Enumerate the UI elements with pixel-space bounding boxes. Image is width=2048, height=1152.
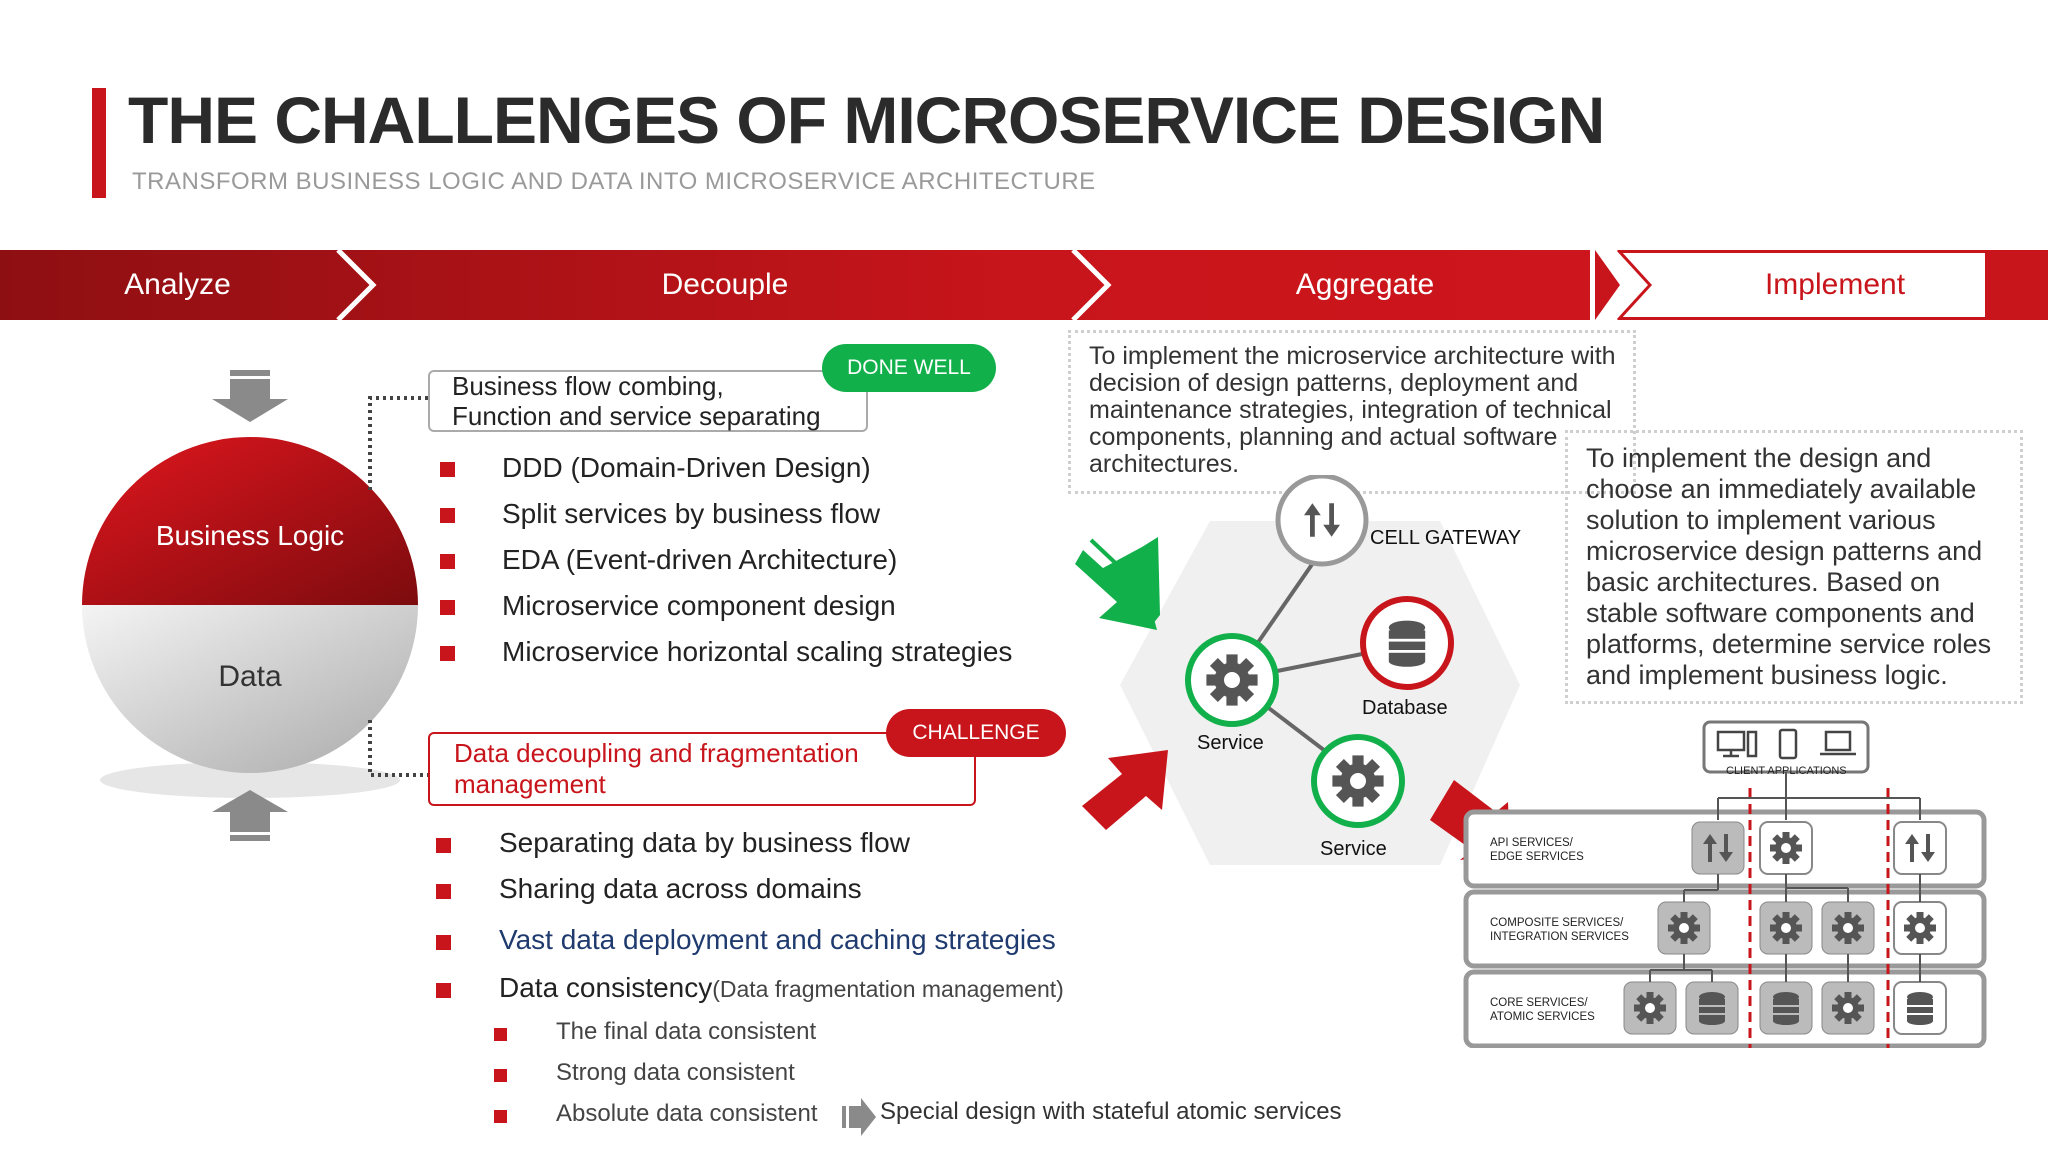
challenge-box-line-1: Data decoupling and fragmentation: [454, 738, 859, 768]
list-item: Strong data consistent: [494, 1059, 894, 1095]
list-item: The final data consistent: [494, 1018, 894, 1054]
database-node-icon: [1360, 596, 1454, 690]
layered-architecture-diagram: [1463, 720, 1987, 1048]
page-subtitle: TRANSFORM BUSINESS LOGIC AND DATA INTO M…: [132, 168, 1096, 195]
done-well-box-line-1: Business flow combing,: [452, 371, 724, 401]
core-tile-icon: [1893, 981, 1947, 1035]
api-tile-icon: [1691, 821, 1745, 875]
red-arrow-icon: [1082, 750, 1168, 830]
challenge-badge: CHALLENGE: [886, 709, 1066, 757]
stage-decouple: Decouple: [661, 268, 789, 301]
composite-tile-icon: [1759, 901, 1813, 955]
stage-band: [0, 250, 2048, 320]
consistency-list: The final data consistent Strong data co…: [494, 1018, 894, 1148]
core-tile-icon: [1623, 981, 1677, 1035]
stage-implement: Implement: [1764, 268, 1906, 301]
client-applications-label: CLIENT APPLICATIONS: [1726, 765, 1847, 777]
done-well-badge: DONE WELL: [822, 344, 996, 392]
aggregate-text-line: components, planning and actual software: [1089, 423, 1558, 451]
implement-text-line: basic architectures. Based on: [1586, 567, 1941, 597]
green-arrow-icon: [1075, 538, 1157, 630]
core-tile-icon: [1685, 981, 1739, 1035]
core-layer-label: CORE SERVICES/ATOMIC SERVICES: [1490, 997, 1595, 1023]
api-tile-icon: [1893, 821, 1947, 875]
aggregate-description-box: To implement the microservice architectu…: [1068, 330, 1636, 494]
implement-text-line: and implement business logic.: [1586, 660, 1948, 690]
aggregate-text-line: decision of design patterns, deployment …: [1089, 369, 1579, 397]
done-well-box-line-2: Function and service separating: [452, 401, 821, 431]
list-item: Data consistency(Data fragmentation mana…: [436, 972, 1156, 1012]
composite-layer-label: COMPOSITE SERVICES/INTEGRATION SERVICES: [1490, 917, 1629, 943]
composite-tile-icon: [1821, 901, 1875, 955]
service-node-icon: [1185, 633, 1279, 727]
implement-text-line: stable software components and: [1586, 598, 1975, 628]
list-item: Vast data deployment and caching strateg…: [436, 924, 1136, 964]
gateway-node-icon: [1275, 475, 1369, 567]
composite-tile-icon: [1893, 901, 1947, 955]
desktop-icon: [1716, 730, 1758, 758]
stage-aggregate: Aggregate: [1295, 268, 1435, 301]
composite-tile-icon: [1657, 901, 1711, 955]
service-label: Service: [1320, 838, 1387, 860]
implement-text-line: choose an immediately available: [1586, 474, 1977, 504]
page-title: THE CHALLENGES OF MICROSERVICE DESIGN: [128, 83, 1605, 157]
analyze-sphere-graphic: [82, 370, 418, 841]
cell-gateway-label: CELL GATEWAY: [1370, 527, 1522, 549]
list-item: Separating data by business flow: [436, 827, 1136, 867]
core-tile-icon: [1821, 981, 1875, 1035]
connector-lines: [368, 396, 430, 777]
stage-analyze: Analyze: [124, 268, 231, 301]
database-label: Database: [1362, 697, 1448, 719]
data-label: Data: [218, 660, 282, 693]
service-node-icon: [1311, 734, 1405, 828]
challenge-box-line-2: management: [454, 769, 606, 799]
mobile-icon: [1778, 728, 1798, 760]
implement-text-line: platforms, determine service roles: [1586, 629, 1992, 659]
list-item: Absolute data consistent: [494, 1100, 894, 1136]
aggregate-text-line: maintenance strategies, integration of t…: [1089, 396, 1612, 424]
gray-right-arrow-icon: [842, 1098, 876, 1136]
implement-description-box: To implement the design and choose an im…: [1565, 430, 2023, 704]
list-item: Sharing data across domains: [436, 873, 1136, 913]
implement-text-line: microservice design patterns and: [1586, 536, 1983, 566]
business-logic-label: Business Logic: [155, 520, 345, 551]
cell-gateway-diagram: [1090, 475, 1520, 865]
up-arrow-icon: [212, 790, 288, 841]
title-accent-bar: [92, 88, 106, 198]
core-tile-icon: [1759, 981, 1813, 1035]
aggregate-text-line: architectures.: [1089, 450, 1240, 478]
aggregate-text-line: To implement the microservice architectu…: [1089, 342, 1616, 370]
implement-text-line: solution to implement various: [1586, 505, 1936, 535]
laptop-icon: [1820, 730, 1856, 756]
done-well-box: Business flow combing, Function and serv…: [428, 370, 868, 432]
service-label: Service: [1197, 732, 1264, 754]
api-tile-icon: [1759, 821, 1813, 875]
down-arrow-icon: [212, 370, 288, 422]
api-layer-label: API SERVICES/EDGE SERVICES: [1490, 837, 1584, 863]
implement-text-line: To implement the design and: [1586, 443, 1932, 473]
special-design-note: Special design with stateful atomic serv…: [880, 1098, 1342, 1125]
challenge-box: Data decoupling and fragmentation manage…: [428, 732, 976, 806]
challenge-list: Separating data by business flow Sharing…: [436, 827, 1136, 1027]
